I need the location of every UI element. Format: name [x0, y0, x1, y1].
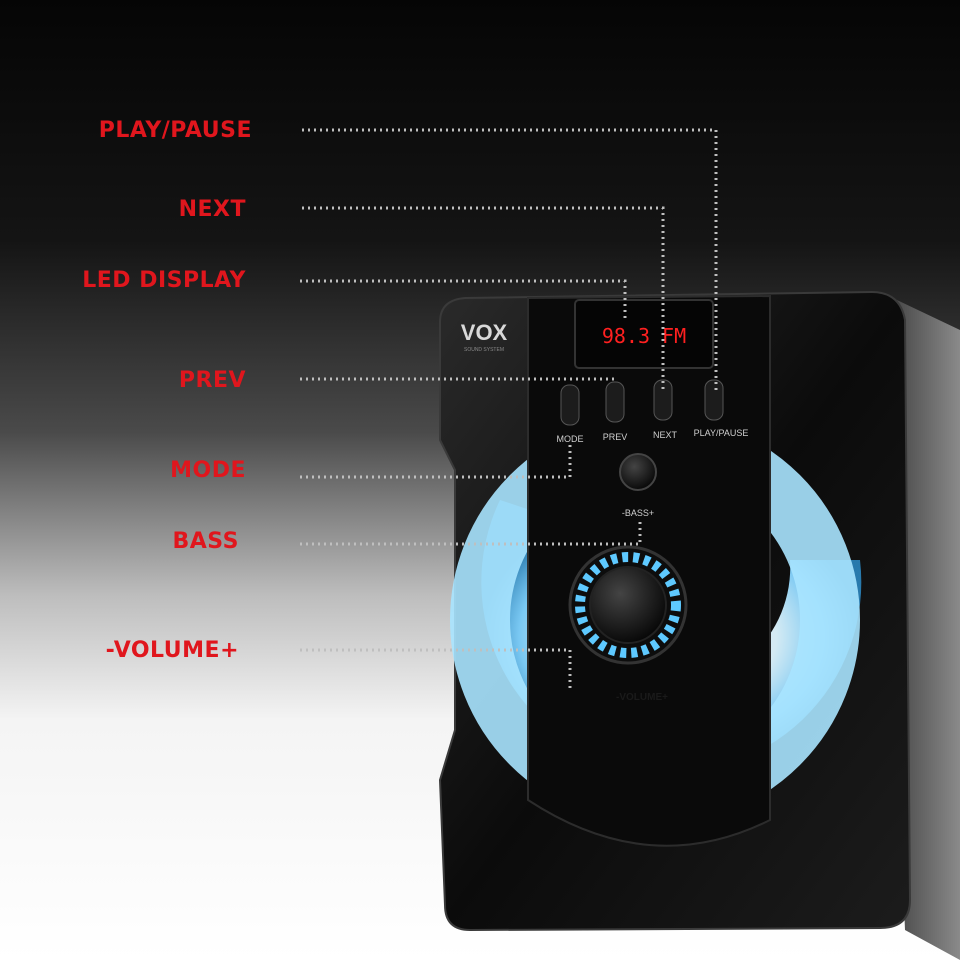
prev-button[interactable]: [605, 381, 625, 423]
callout-play-pause: PLAY/PAUSE: [98, 118, 252, 143]
mode-button[interactable]: [560, 384, 580, 426]
volume-knob-led-ring: [575, 552, 681, 658]
prev-button-label: PREV: [603, 432, 628, 442]
volume-knob-icon[interactable]: [589, 566, 667, 644]
next-button-label: NEXT: [653, 430, 678, 440]
led-display-reading: 98.3 FM: [602, 324, 686, 348]
brand-tagline: SOUND SYSTEM: [464, 347, 504, 353]
bass-knob-icon[interactable]: [619, 453, 657, 491]
volume-knob-label: -VOLUME+: [616, 692, 668, 703]
callout-next: NEXT: [178, 197, 246, 222]
callout-volume: -VOLUME+: [105, 638, 239, 663]
play-pause-button[interactable]: [704, 379, 724, 421]
mode-button-label: MODE: [557, 434, 584, 444]
play-pause-button-label: PLAY/PAUSE: [694, 428, 749, 438]
next-button[interactable]: [653, 379, 673, 421]
callout-bass: BASS: [172, 529, 239, 554]
callout-prev: PREV: [178, 368, 246, 393]
brand-logo: VOX: [461, 320, 508, 345]
callout-mode: MODE: [170, 458, 246, 483]
callout-led-display: LED DISPLAY: [82, 268, 246, 293]
bass-knob-label: -BASS+: [622, 508, 654, 518]
